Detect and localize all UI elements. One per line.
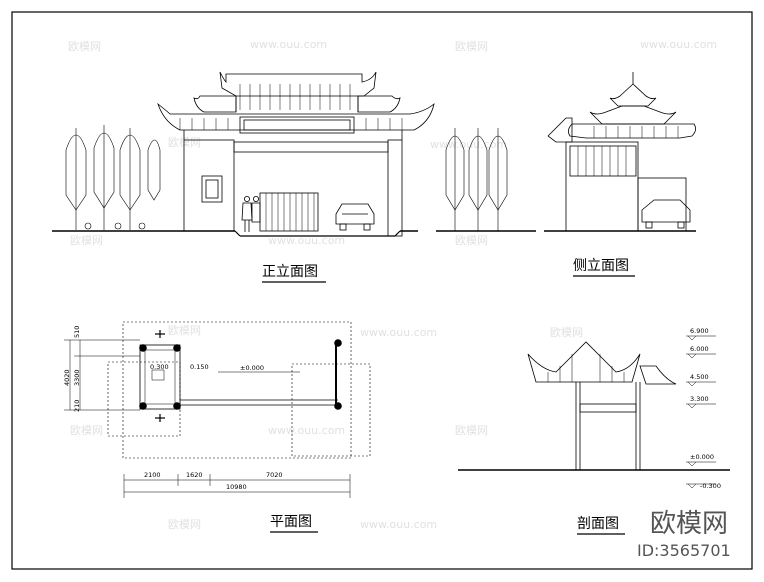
svg-text:www.ouu.com: www.ouu.com xyxy=(268,424,345,437)
svg-text:www.ouu.com: www.ouu.com xyxy=(268,234,345,247)
brand-watermark: 欧模网 xyxy=(650,509,728,539)
plan-dim-3300: 3300 xyxy=(73,369,81,386)
svg-text:欧模网: 欧模网 xyxy=(168,136,201,149)
plan-dim-2100: 2100 xyxy=(144,471,161,479)
plan-dim-7020: 7020 xyxy=(266,471,283,479)
svg-text:欧模网: 欧模网 xyxy=(68,40,101,53)
section-elev-m0300: -0.300 xyxy=(700,482,721,490)
section-elev-0000: ±0.000 xyxy=(690,453,714,461)
plan-dim-210: 210 xyxy=(73,400,81,412)
svg-text:欧模网: 欧模网 xyxy=(70,234,103,247)
side-elevation-title: 侧立面图 xyxy=(573,258,629,274)
section-title: 剖面图 xyxy=(577,516,619,532)
plan-dim-4020: 4020 xyxy=(63,369,71,386)
plan-title: 平面图 xyxy=(270,514,312,530)
plan-dim-total: 10980 xyxy=(226,483,247,491)
svg-text:欧模网: 欧模网 xyxy=(168,324,201,337)
svg-text:欧模网: 欧模网 xyxy=(455,234,488,247)
front-elevation-title: 正立面图 xyxy=(262,264,318,280)
sheet-border xyxy=(11,11,753,570)
brand-id: ID:3565701 xyxy=(637,541,731,560)
plan-dim-1620: 1620 xyxy=(186,471,203,479)
plan-level-a: 0.300 xyxy=(150,363,169,371)
section-view xyxy=(458,335,730,489)
svg-text:www.ouu.com: www.ouu.com xyxy=(430,138,507,151)
section-elev-4500: 4.500 xyxy=(690,373,709,381)
plan-dim-510: 510 xyxy=(73,326,81,338)
plan-level-b: 0.150 xyxy=(190,363,209,371)
svg-text:欧模网: 欧模网 xyxy=(168,518,201,531)
plan-level-main: ±0.000 xyxy=(240,364,264,372)
svg-text:www.ouu.com: www.ouu.com xyxy=(250,38,327,51)
section-elev-3300: 3.300 xyxy=(690,395,709,403)
svg-text:www.ouu.com: www.ouu.com xyxy=(360,518,437,531)
svg-text:欧模网: 欧模网 xyxy=(550,326,583,339)
section-elev-6900: 6.900 xyxy=(690,327,709,335)
svg-text:欧模网: 欧模网 xyxy=(70,424,103,437)
trees-left xyxy=(65,125,161,230)
front-elevation xyxy=(52,71,536,237)
plan-view xyxy=(64,321,371,498)
svg-text:www.ouu.com: www.ouu.com xyxy=(640,38,717,51)
svg-text:欧模网: 欧模网 xyxy=(455,424,488,437)
side-elevation xyxy=(544,72,696,232)
trees-mid xyxy=(436,128,536,232)
svg-text:欧模网: 欧模网 xyxy=(455,40,488,53)
background-watermarks: 欧模网 www.ouu.com 欧模网 www.ouu.com 欧模网 www.… xyxy=(68,38,717,531)
svg-text:www.ouu.com: www.ouu.com xyxy=(360,326,437,339)
section-elev-6000: 6.000 xyxy=(690,345,709,353)
